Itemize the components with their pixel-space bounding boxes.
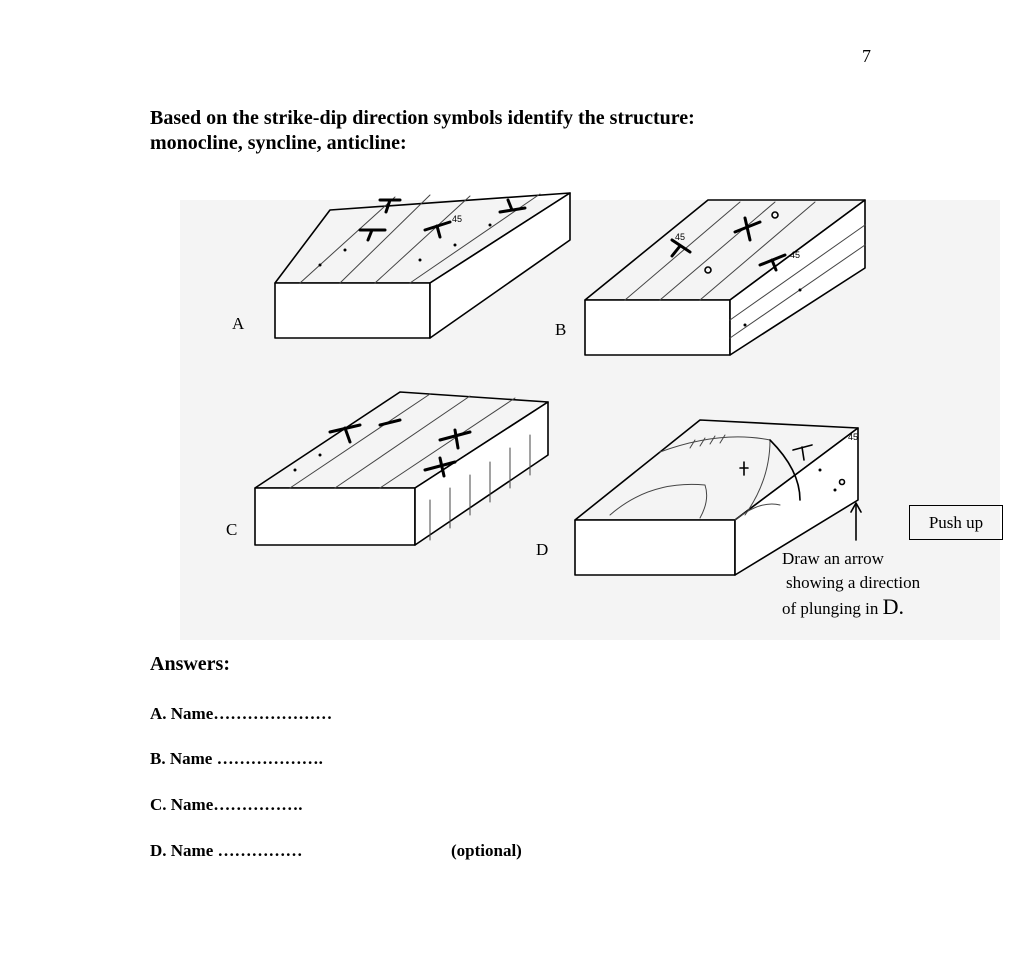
push-up-box: Push up	[909, 505, 1003, 540]
note-line-1: Draw an arrow	[782, 547, 920, 571]
dip-value-label: 45	[452, 214, 462, 224]
answers-title: Answers:	[150, 653, 230, 676]
answer-a[interactable]: A. Name…………………	[150, 704, 332, 724]
dip-value-label: 45	[790, 250, 800, 260]
plunge-instruction: Draw an arrow showing a direction of plu…	[782, 547, 920, 621]
label-c: C	[226, 520, 237, 540]
label-d: D	[536, 540, 548, 560]
block-c-front	[255, 488, 415, 545]
block-b-front	[585, 300, 730, 355]
label-a: A	[232, 314, 244, 334]
optional-note: (optional)	[451, 841, 522, 861]
note-line-3-letter: D.	[883, 594, 904, 619]
note-line-2: showing a direction	[782, 571, 920, 595]
answer-d[interactable]: D. Name ……………	[150, 841, 303, 861]
block-d-front	[575, 520, 735, 575]
note-line-3-text: of plunging in	[782, 599, 883, 618]
answer-c[interactable]: C. Name…………….	[150, 795, 303, 815]
label-b: B	[555, 320, 566, 340]
dip-value-label: 45	[848, 432, 858, 442]
block-a-front	[275, 283, 430, 338]
answer-b[interactable]: B. Name ……………….	[150, 749, 323, 769]
note-line-3: of plunging in D.	[782, 595, 920, 621]
dip-value-label: 45	[675, 232, 685, 242]
